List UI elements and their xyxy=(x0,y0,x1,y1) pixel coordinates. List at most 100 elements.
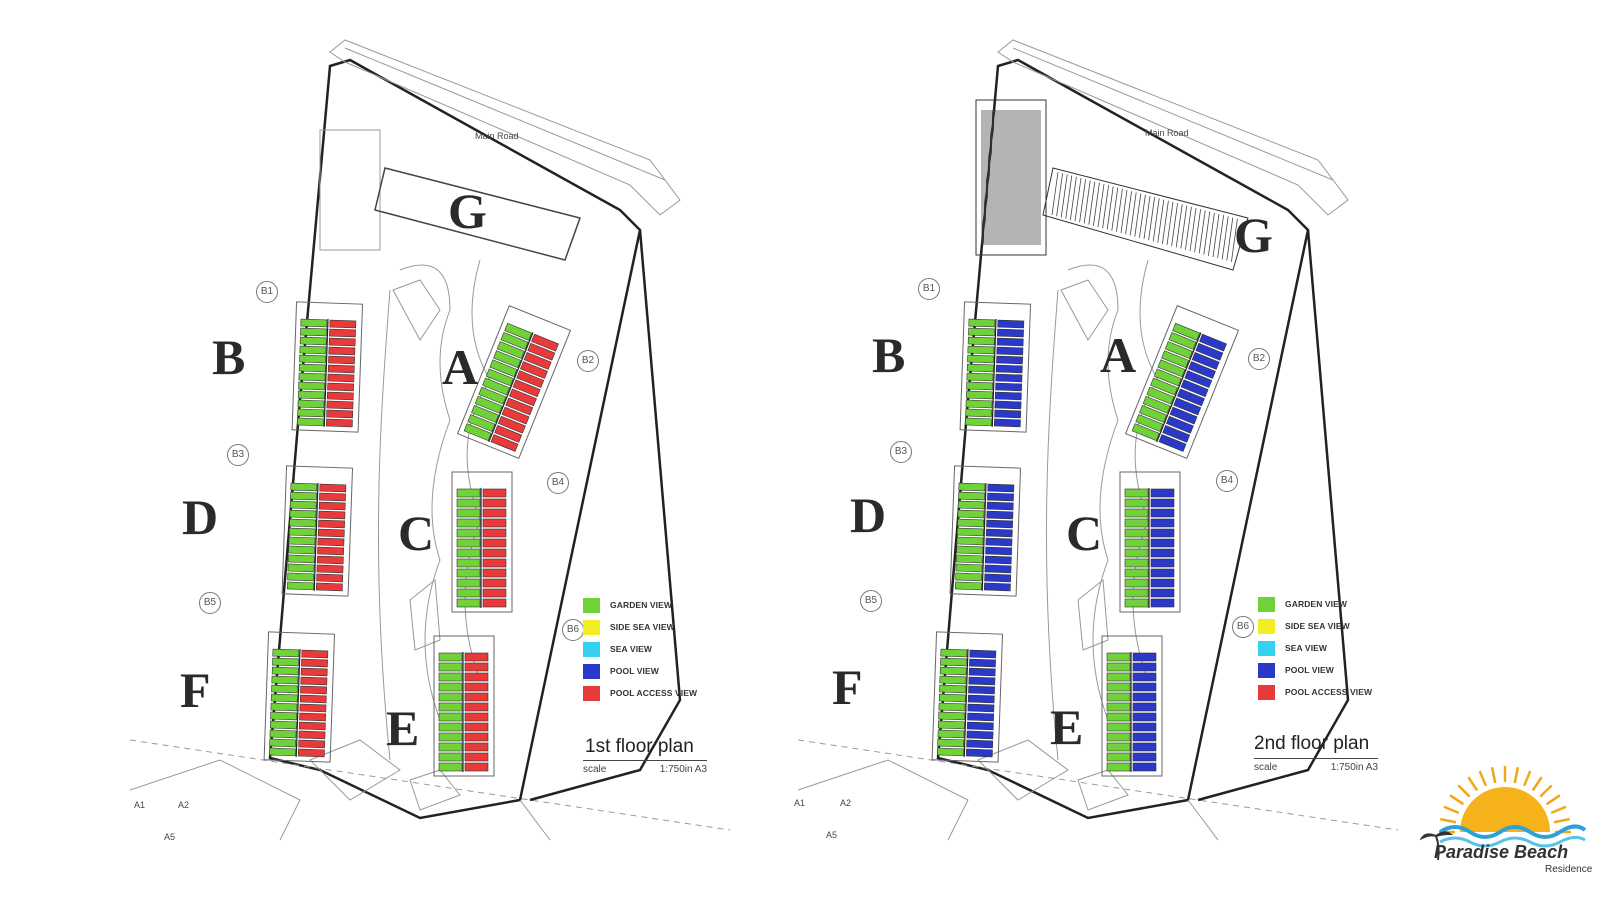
unit-cell xyxy=(482,377,510,396)
unit-cell xyxy=(1150,558,1175,568)
unit-cell xyxy=(987,483,1015,493)
unit-cell xyxy=(300,318,328,328)
unit-cell xyxy=(1124,588,1149,598)
unit-cell xyxy=(497,415,526,434)
unit-cell xyxy=(1150,538,1175,548)
unit-cell xyxy=(1132,672,1157,682)
legend-swatch-pool-access xyxy=(583,685,600,701)
unit-cell xyxy=(438,762,463,772)
block-label-b: B xyxy=(212,329,246,385)
unit-block xyxy=(1119,471,1181,613)
scale-row: scale 1:750in A3 xyxy=(583,760,707,775)
unit-cell xyxy=(438,712,463,722)
block-label-f: F xyxy=(832,659,863,715)
legend-swatch-sea xyxy=(583,641,600,657)
legend-swatch-pool xyxy=(583,663,600,679)
unit-cell xyxy=(300,327,327,337)
unit-cell xyxy=(1180,379,1209,398)
unit-cell xyxy=(464,692,489,702)
unit-cell xyxy=(956,527,984,537)
legend-swatch-garden xyxy=(1258,596,1275,612)
legend-item: SEA VIEW xyxy=(1258,637,1372,659)
first-floor-plan: Main Road G B A D C F E B1 B2 B3 B4 B5 B… xyxy=(120,0,740,899)
unit-cell xyxy=(287,563,315,573)
unit-cell xyxy=(1164,341,1193,359)
unit-cell xyxy=(464,712,489,722)
unit-cell xyxy=(986,501,1014,511)
unit-cell xyxy=(287,554,315,564)
unit-cell xyxy=(1106,762,1131,772)
unit-cell xyxy=(993,418,1021,428)
unit-cell xyxy=(966,721,994,731)
unit-cell xyxy=(965,408,993,418)
unit-cell xyxy=(1195,342,1224,361)
unit-cell xyxy=(319,483,347,493)
unit-cell xyxy=(967,703,995,713)
unit-cell xyxy=(1150,578,1175,588)
unit-cell xyxy=(940,648,968,658)
unit-block xyxy=(456,305,572,459)
unit-cell xyxy=(956,536,984,546)
unit-cell xyxy=(1132,762,1157,772)
legend-item: POOL VIEW xyxy=(583,660,697,682)
unit-cell xyxy=(1169,406,1198,425)
unit-cell xyxy=(531,333,559,352)
unit-cell xyxy=(1132,752,1157,762)
unit-cell xyxy=(438,692,463,702)
unit-cell xyxy=(319,492,346,502)
unit-cell xyxy=(968,667,996,677)
unit-cell xyxy=(456,568,481,578)
block-label-g: G xyxy=(1234,207,1273,263)
unit-cell xyxy=(297,399,325,409)
block-label-c: C xyxy=(1066,505,1103,561)
block-label-e: E xyxy=(1050,699,1084,755)
unit-cell xyxy=(298,739,326,749)
unit-cell xyxy=(301,649,329,659)
unit-cell xyxy=(464,652,489,662)
unit-cell xyxy=(955,563,983,573)
unit-cell xyxy=(1132,732,1157,742)
unit-cell xyxy=(505,397,534,416)
unit-block xyxy=(433,635,495,777)
unit-cell xyxy=(327,373,355,383)
unit-cell xyxy=(299,703,327,713)
unit-cell xyxy=(456,598,481,608)
unit-cell xyxy=(299,694,327,704)
block-label-d: D xyxy=(850,487,887,543)
unit-block xyxy=(949,465,1022,597)
unit-cell xyxy=(456,548,481,558)
unit-cell xyxy=(482,548,507,558)
unit-cell xyxy=(1124,538,1149,548)
unit-cell xyxy=(996,337,1024,347)
unit-cell xyxy=(286,581,314,591)
unit-block xyxy=(291,301,364,433)
unit-cell xyxy=(329,328,356,338)
unit-cell xyxy=(438,682,463,692)
unit-cell xyxy=(504,322,533,341)
unit-cell xyxy=(994,400,1022,410)
unit-cell xyxy=(1132,682,1157,692)
unit-cell xyxy=(287,572,315,582)
unit-cell xyxy=(464,662,489,672)
unit-cell xyxy=(478,386,507,405)
unit-cell xyxy=(1124,488,1149,498)
unit-cell xyxy=(299,354,327,364)
legend-swatch-sea xyxy=(1258,640,1275,656)
block-label-g: G xyxy=(448,183,487,239)
unit-cell xyxy=(1132,652,1157,662)
unit-cell xyxy=(957,518,985,528)
unit-cell xyxy=(986,510,1014,520)
unit-cell xyxy=(297,408,325,418)
unit-cell xyxy=(1135,414,1164,432)
unit-cell xyxy=(1150,377,1178,396)
unit-cell xyxy=(270,711,298,721)
unit-cell xyxy=(937,720,965,730)
plot-label-a2: A2 xyxy=(178,800,190,810)
unit-cell xyxy=(1139,404,1167,423)
unit-cell xyxy=(1184,370,1213,389)
unit-cell xyxy=(456,578,481,588)
unit-cell xyxy=(938,711,966,721)
unit-cell xyxy=(288,536,316,546)
unit-cell xyxy=(299,712,327,722)
unit-cell xyxy=(1124,598,1149,608)
